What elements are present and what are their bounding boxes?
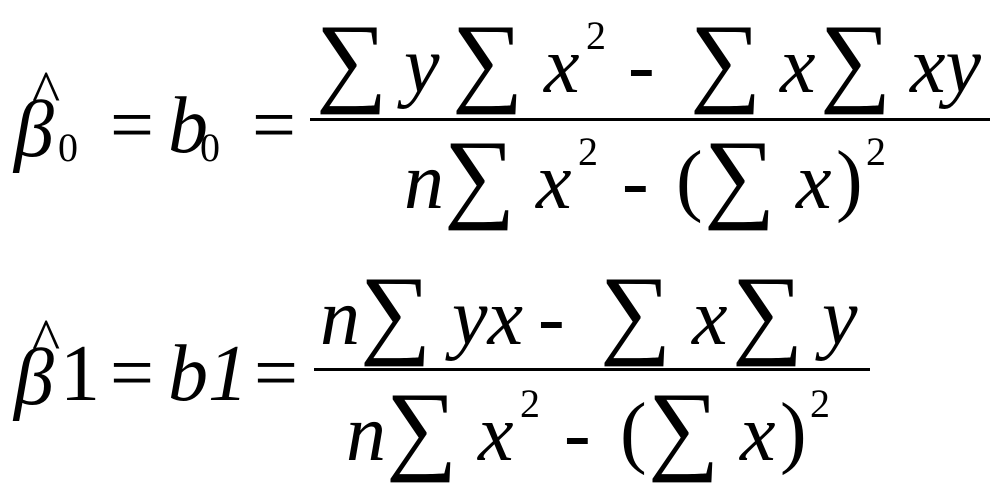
b1-label: b1: [168, 330, 248, 418]
var-x: x: [536, 138, 572, 226]
equals-sign: =: [110, 81, 154, 168]
sigma-icon: ∑: [648, 372, 720, 483]
fraction-bar: [314, 368, 870, 371]
beta0-subscript: 0: [58, 125, 78, 170]
beta0-hat: ^: [32, 59, 61, 125]
right-paren: ): [780, 388, 807, 476]
var-yx: yx: [452, 274, 524, 362]
sigma-icon: ∑: [820, 4, 892, 115]
sigma-icon: ∑: [600, 256, 672, 367]
equals-sign: =: [110, 329, 154, 416]
exponent: 2: [578, 129, 598, 174]
sigma-icon: ∑: [732, 256, 804, 367]
sigma-icon: ∑: [452, 4, 524, 115]
fraction-bar: [310, 118, 990, 121]
var-x: x: [692, 274, 728, 362]
var-x: x: [796, 138, 832, 226]
var-x: x: [740, 390, 776, 478]
sigma-icon: ∑: [360, 256, 432, 367]
beta1-index: 1: [60, 330, 100, 418]
sigma-icon: ∑: [690, 4, 762, 115]
beta1-symbol: β: [14, 334, 54, 422]
minus-sign: -: [564, 390, 591, 478]
var-x: x: [478, 390, 514, 478]
beta1-hat: ^: [32, 307, 61, 373]
exponent: 2: [520, 381, 540, 426]
exponent: 2: [866, 129, 886, 174]
equals-sign: =: [254, 329, 298, 416]
var-x: x: [780, 22, 816, 110]
beta0-symbol: β: [14, 86, 54, 174]
var-n: n: [346, 390, 386, 478]
var-n: n: [320, 274, 360, 362]
sigma-icon: ∑: [444, 120, 516, 231]
exponent: 2: [586, 13, 606, 58]
var-y: y: [822, 274, 858, 362]
var-y: y: [404, 22, 440, 110]
sigma-icon: ∑: [704, 120, 776, 231]
var-x: x: [544, 22, 580, 110]
sigma-icon: ∑: [386, 372, 458, 483]
var-xy: xy: [910, 22, 982, 110]
left-paren: (: [620, 388, 647, 476]
var-n: n: [404, 138, 444, 226]
left-paren: (: [676, 136, 703, 224]
minus-sign: -: [538, 274, 565, 362]
equals-sign: =: [252, 81, 296, 168]
minus-sign: -: [628, 22, 655, 110]
b0-symbol: b: [168, 82, 208, 170]
sigma-icon: ∑: [316, 4, 388, 115]
minus-sign: -: [622, 138, 649, 226]
right-paren: ): [836, 136, 863, 224]
exponent: 2: [810, 381, 830, 426]
b0-subscript: 0: [200, 125, 220, 170]
